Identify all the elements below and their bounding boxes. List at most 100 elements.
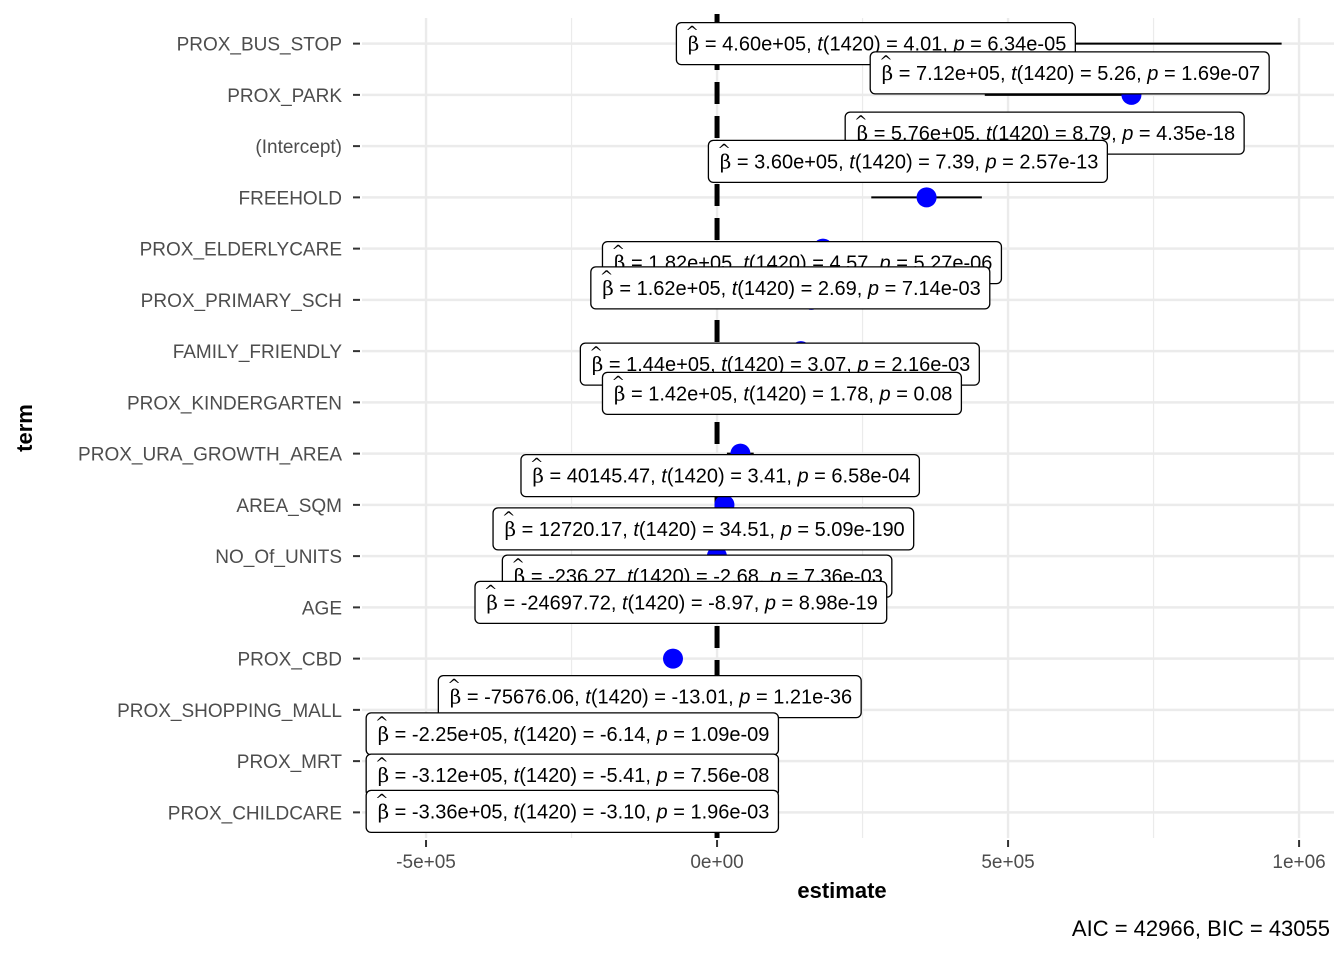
y-tick-label-10: NO_Of_UNITS <box>215 547 342 568</box>
caption: AIC = 42966, BIC = 43055 <box>1072 916 1330 941</box>
t-symbol: t <box>514 765 521 787</box>
t-symbol: t <box>732 278 739 300</box>
t-value: (1420) = 8.79, <box>992 123 1123 145</box>
y-tick-label-6: FAMILY_FRIENDLY <box>173 342 343 363</box>
t-symbol: t <box>743 253 750 275</box>
estimate-label-text-7: ^β = 1.42e+05, t(1420) = 1.78, p = 0.08 <box>611 372 952 405</box>
estimate-label-text-1: ^β = 7.12e+05, t(1420) = 5.26, p = 1.69e… <box>879 52 1260 85</box>
p-symbol: p <box>856 354 868 376</box>
x-tick-label-3: 1e+06 <box>1272 852 1325 873</box>
beta-value: = 12720.17, <box>516 519 633 541</box>
beta-value: = -75676.06, <box>461 687 585 709</box>
estimate-label-14: ^β = -3.12e+05, t(1420) = -5.41, p = 7.5… <box>365 753 780 797</box>
t-symbol: t <box>514 724 521 746</box>
beta-hat-mark: ^ <box>484 581 497 600</box>
beta-symbol: β <box>857 121 869 145</box>
p-symbol: p <box>738 687 750 709</box>
y-tick-label-11: AGE <box>302 598 342 619</box>
beta-symbol: β <box>614 251 626 275</box>
beta-hat-mark: ^ <box>717 140 730 159</box>
estimate-label-7: ^β = 1.42e+05, t(1420) = 1.78, p = 0.08 <box>601 371 963 416</box>
beta-symbol: β <box>532 464 544 488</box>
beta-symbol: β <box>720 149 732 173</box>
beta-hat-mark: ^ <box>502 508 515 527</box>
estimate-label-box-1 <box>869 51 1270 95</box>
p-symbol: p <box>867 278 879 300</box>
y-axis-title: term <box>12 404 37 452</box>
beta-symbol: β <box>504 517 516 541</box>
y-tick-label-5: PROX_PRIMARY_SCH <box>141 291 342 312</box>
estimate-label-13: ^β = -2.25e+05, t(1420) = -6.14, p = 1.0… <box>365 712 780 756</box>
y-tick-label-0: PROX_BUS_STOP <box>177 35 342 56</box>
p-value: = 4.35e-18 <box>1133 123 1235 145</box>
estimate-label-box-8 <box>520 453 921 498</box>
estimate-label-8: ^β = 40145.47, t(1420) = 3.41, p = 6.58e… <box>520 453 921 498</box>
beta-symbol: β <box>614 381 626 405</box>
y-tick-label-2: (Intercept) <box>255 137 342 158</box>
estimate-label-text-6: ^β = 1.44e+05, t(1420) = 3.07, p = 2.16e… <box>589 343 970 376</box>
p-symbol: p <box>780 519 792 541</box>
t-value: (1420) = -13.01, <box>591 687 739 709</box>
beta-hat-mark: ^ <box>879 52 892 71</box>
p-symbol: p <box>797 466 809 488</box>
beta-hat-mark: ^ <box>511 555 524 574</box>
t-value: (1420) = 34.51, <box>639 519 781 541</box>
estimate-label-3: ^β = 3.60e+05, t(1420) = 7.39, p = 2.57e… <box>707 139 1109 184</box>
p-value: = 1.09e-09 <box>668 724 770 746</box>
estimate-label-box-3 <box>707 139 1109 184</box>
t-symbol: t <box>986 123 993 145</box>
y-tick-label-14: PROX_MRT <box>237 752 343 773</box>
estimate-label-12: ^β = -75676.06, t(1420) = -13.01, p = 1.… <box>437 674 862 719</box>
x-axis-title: estimate <box>797 878 886 903</box>
x-tick-label-0: -5e+05 <box>396 852 456 873</box>
beta-value: = 4.60e+05, <box>699 34 817 56</box>
p-value: = 6.34e-05 <box>965 34 1067 56</box>
estimate-label-box-15 <box>365 789 780 834</box>
beta-hat-mark: ^ <box>600 267 613 286</box>
beta-value: = 3.60e+05, <box>731 151 849 173</box>
p-value: = 2.57e-13 <box>997 151 1099 173</box>
p-value: = 0.08 <box>891 383 953 405</box>
y-tick-label-15: PROX_CHILDCARE <box>168 803 342 824</box>
estimate-label-text-13: ^β = -2.25e+05, t(1420) = -6.14, p = 1.0… <box>375 713 769 746</box>
estimate-label-text-0: ^β = 4.60e+05, t(1420) = 4.01, p = 6.34e… <box>685 23 1066 56</box>
p-value: = 1.96e-03 <box>668 801 770 823</box>
p-symbol: p <box>656 765 668 787</box>
beta-value: = 5.76e+05, <box>868 123 986 145</box>
t-symbol: t <box>661 466 668 488</box>
beta-symbol: β <box>378 799 390 823</box>
p-value: = 2.16e-03 <box>869 354 971 376</box>
beta-value: = -3.36e+05, <box>389 801 514 823</box>
estimate-point-12 <box>662 648 683 669</box>
p-symbol: p <box>656 724 668 746</box>
t-symbol: t <box>721 354 728 376</box>
estimate-labels: ^β = 4.60e+05, t(1420) = 4.01, p = 6.34e… <box>365 21 1270 834</box>
p-symbol: p <box>952 34 964 56</box>
beta-hat-mark: ^ <box>375 754 388 773</box>
p-value: = 6.58e-04 <box>809 466 911 488</box>
estimate-label-text-11: ^β = -24697.72, t(1420) = -8.97, p = 8.9… <box>484 581 878 614</box>
t-symbol: t <box>514 801 521 823</box>
beta-symbol: β <box>514 564 526 588</box>
p-value: = 7.14e-03 <box>879 278 981 300</box>
p-value: = 1.69e-07 <box>1158 63 1260 85</box>
estimate-label-box-5 <box>590 266 991 310</box>
p-symbol: p <box>1146 63 1158 85</box>
beta-hat-mark: ^ <box>854 112 867 131</box>
beta-symbol: β <box>378 763 390 787</box>
estimate-label-box-7 <box>601 371 963 416</box>
t-value: (1420) = 1.78, <box>749 383 880 405</box>
y-tick-label-12: PROX_CBD <box>237 650 342 671</box>
y-tick-label-7: PROX_KINDERGARTEN <box>127 393 342 414</box>
p-value: = 7.56e-08 <box>668 765 770 787</box>
beta-value: = 1.44e+05, <box>603 354 721 376</box>
p-value: = 1.21e-36 <box>750 687 852 709</box>
beta-hat-mark: ^ <box>447 676 460 695</box>
y-tick-label-13: PROX_SHOPPING_MALL <box>117 701 342 722</box>
x-tick-label-2: 5e+05 <box>981 852 1034 873</box>
t-value: (1420) = -8.97, <box>628 592 765 614</box>
p-value: = 8.98e-19 <box>776 592 878 614</box>
beta-hat-mark: ^ <box>375 790 388 809</box>
beta-value: = 40145.47, <box>544 466 661 488</box>
beta-symbol: β <box>486 590 498 614</box>
